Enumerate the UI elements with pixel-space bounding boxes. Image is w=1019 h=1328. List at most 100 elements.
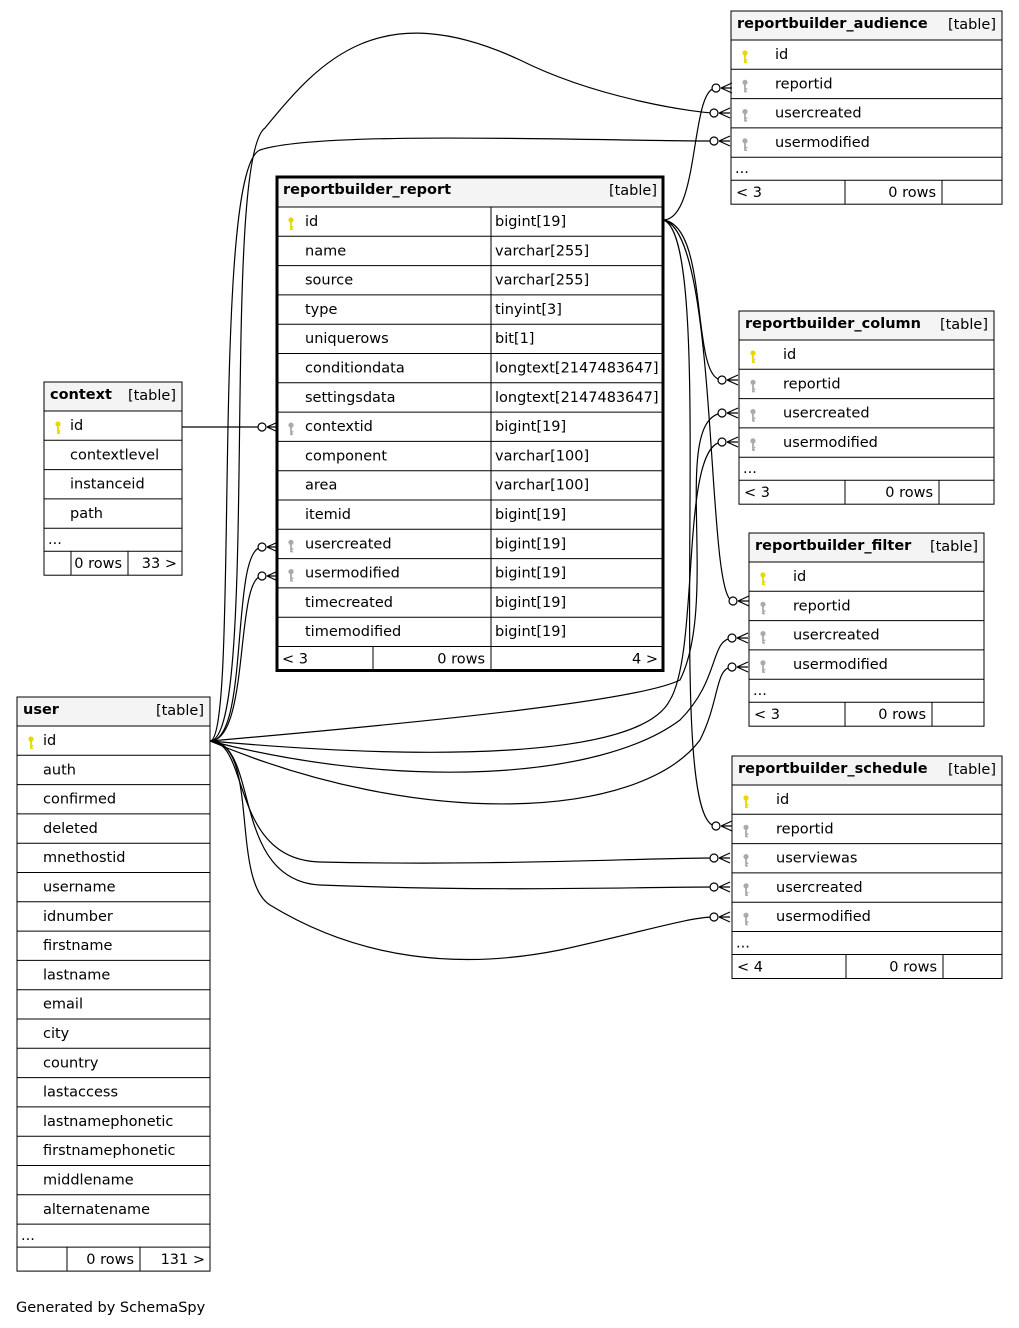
column-row[interactable]: reportid: [731, 76, 1002, 100]
column-row[interactable]: deleted: [17, 821, 210, 844]
column-name: area: [305, 478, 337, 494]
column-name: reportid: [793, 598, 851, 614]
column-name: confirmed: [43, 792, 116, 808]
table-type-tag: [table]: [940, 317, 988, 333]
column-row[interactable]: contextlevel: [44, 447, 182, 471]
foreign-key-icon: [742, 138, 748, 151]
column-row[interactable]: path: [44, 506, 182, 529]
column-row[interactable]: usercreated: [749, 628, 984, 651]
column-row[interactable]: id: [44, 418, 182, 441]
table-filter[interactable]: reportbuilder_filter[table]idreportiduse…: [748, 532, 985, 727]
stat-parents: < 3: [754, 707, 780, 723]
stat-children: 33 >: [142, 556, 177, 572]
column-type: bigint[19]: [495, 507, 566, 523]
column-row[interactable]: id: [732, 792, 1002, 815]
column-row[interactable]: confirmed: [17, 792, 210, 815]
relationship-edge: [662, 219, 750, 607]
column-row[interactable]: middlename: [17, 1173, 210, 1196]
column-type: bigint[19]: [495, 624, 566, 640]
column-row[interactable]: lastnamephonetic: [17, 1114, 210, 1137]
column-row[interactable]: city: [17, 1026, 210, 1049]
column-row[interactable]: alternatename: [17, 1202, 210, 1225]
column-row[interactable]: usercreated: [739, 406, 994, 429]
column-row[interactable]: conditiondata longtext[2147483647]: [277, 361, 663, 384]
column-row[interactable]: reportid: [739, 376, 994, 400]
column-name: usercreated: [305, 536, 392, 552]
relationship-edge: [209, 436, 739, 753]
table-context[interactable]: context[table]idcontextlevelinstanceidpa…: [43, 381, 183, 576]
column-row[interactable]: usermodified: [732, 909, 1002, 932]
column-row[interactable]: firstnamephonetic: [17, 1143, 210, 1166]
column-name: id: [70, 418, 83, 434]
relationship-edge: [182, 421, 279, 433]
column-name: auth: [43, 762, 76, 778]
column-row[interactable]: usermodified: [749, 657, 984, 680]
column-name: usercreated: [775, 106, 862, 122]
foreign-key-icon: [743, 824, 749, 838]
column-row[interactable]: id: [739, 347, 994, 370]
foreign-key-icon: [750, 409, 756, 422]
relationship-edge: [209, 135, 731, 742]
column-name: id: [305, 214, 318, 230]
primary-key-icon: [28, 736, 34, 749]
table-name: reportbuilder_audience: [737, 16, 928, 32]
column-row[interactable]: idnumber: [17, 909, 210, 932]
table-column[interactable]: reportbuilder_column[table]idreportiduse…: [738, 310, 995, 505]
column-row[interactable]: mnethostid: [17, 850, 210, 873]
foreign-key-icon: [760, 601, 766, 615]
foreign-key-icon: [750, 438, 756, 451]
column-type: varchar[255]: [495, 273, 589, 289]
primary-key-icon: [288, 217, 294, 230]
column-name: conditiondata: [305, 361, 405, 377]
column-row[interactable]: email: [17, 997, 210, 1020]
tables-layer: reportbuilder_audience [table] id reportid u…: [16, 10, 1003, 1272]
relationship-edges: [182, 32, 750, 961]
stat-parents: < 4: [737, 960, 763, 976]
more-columns-ellipsis: ...: [743, 461, 757, 477]
column-row[interactable]: usermodified: [739, 435, 994, 458]
column-row[interactable]: country: [17, 1055, 210, 1079]
column-row[interactable]: firstname: [17, 938, 210, 961]
column-row[interactable]: auth: [17, 762, 210, 786]
column-row[interactable]: usercreated: [732, 880, 1002, 903]
column-row[interactable]: id: [17, 733, 210, 756]
column-row[interactable]: username: [17, 880, 210, 903]
column-row[interactable]: lastaccess: [17, 1085, 210, 1108]
column-row[interactable]: instanceid: [44, 477, 182, 500]
column-name: usermodified: [793, 657, 888, 673]
table-audience[interactable]: reportbuilder_audience[table]idreportidu…: [730, 10, 1003, 205]
column-row[interactable]: lastname: [17, 967, 210, 991]
foreign-key-icon: [743, 883, 749, 896]
column-name: path: [70, 506, 103, 522]
relationship-edge: [209, 740, 731, 961]
column-row[interactable]: id: [749, 569, 984, 592]
column-row[interactable]: usercreated: [731, 106, 1002, 129]
table-user[interactable]: user[table]idauthconfirmeddeletedmnethos…: [16, 696, 211, 1272]
column-name: settingsdata: [305, 390, 395, 406]
column-row[interactable]: reportid: [732, 821, 1002, 845]
column-row[interactable]: usermodified: [731, 135, 1002, 158]
footer-credit: Generated by SchemaSpy: [16, 1300, 206, 1316]
column-row[interactable]: userviewas: [732, 851, 1002, 874]
table-schedule[interactable]: reportbuilder_schedule[table]idreportidu…: [731, 755, 1003, 979]
primary-key-icon: [743, 795, 749, 808]
column-row[interactable]: reportid: [749, 598, 984, 622]
column-type: longtext[2147483647]: [495, 361, 658, 377]
more-columns-ellipsis: ...: [735, 161, 749, 177]
column-row[interactable]: id: [731, 47, 1002, 70]
